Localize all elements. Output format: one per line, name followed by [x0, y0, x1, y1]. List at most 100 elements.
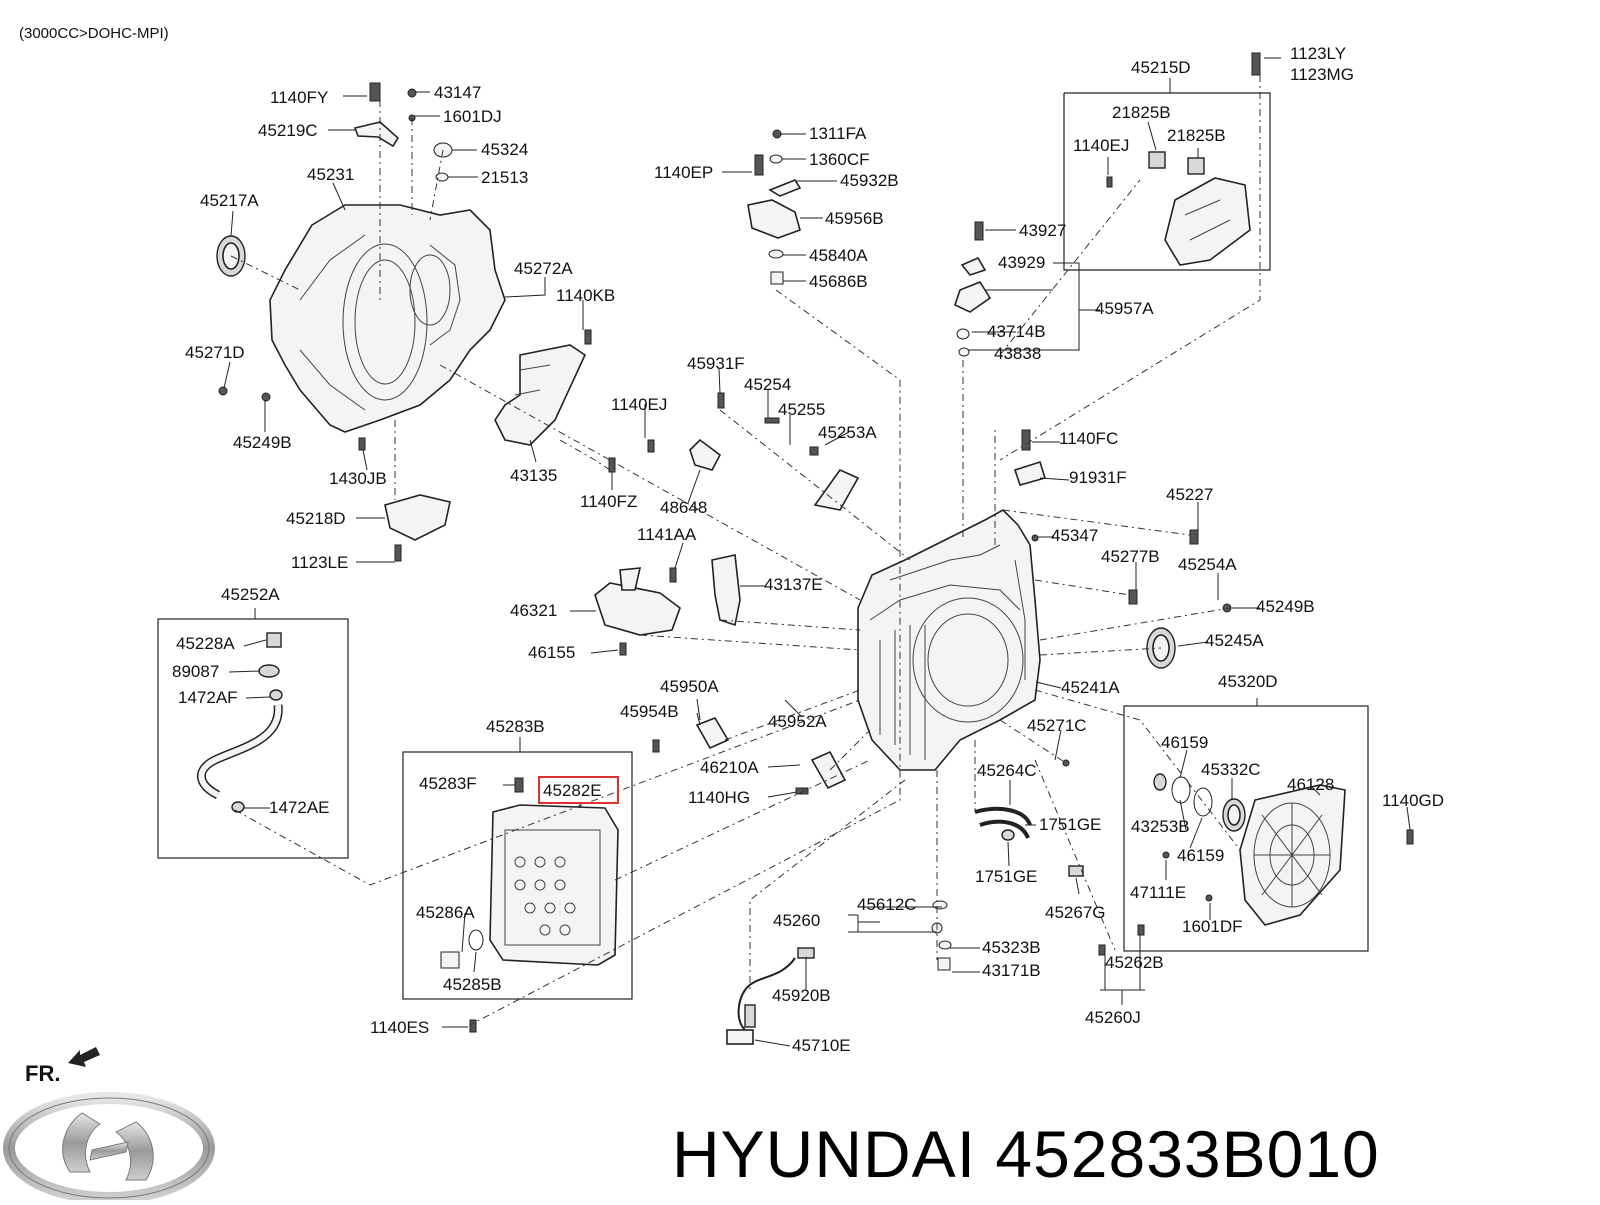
- part-label[interactable]: 45260J: [1085, 1008, 1141, 1027]
- part-label[interactable]: 1140ES: [370, 1018, 429, 1037]
- part-label[interactable]: 1430JB: [329, 469, 387, 488]
- part-label[interactable]: 21825B: [1112, 103, 1171, 122]
- part-label[interactable]: 45219C: [258, 121, 318, 140]
- part-label[interactable]: 45932B: [840, 171, 899, 190]
- part-label[interactable]: 45272A: [514, 259, 573, 278]
- part-label[interactable]: 45267G: [1045, 903, 1106, 922]
- part-label[interactable]: 46128: [1287, 775, 1334, 794]
- part-label[interactable]: 43838: [994, 344, 1041, 363]
- part-label[interactable]: 45686B: [809, 272, 868, 291]
- part-label[interactable]: 45956B: [825, 209, 884, 228]
- part-label[interactable]: 1140FC: [1059, 429, 1118, 448]
- part-label[interactable]: 45954B: [620, 702, 679, 721]
- part-labels: 1140FY 43147 1601DJ 45219C 45324 21513 4…: [172, 44, 1444, 1055]
- part-label[interactable]: 89087: [172, 662, 219, 681]
- part-label[interactable]: 46159: [1177, 846, 1224, 865]
- part-label[interactable]: 43929: [998, 253, 1045, 272]
- part-label[interactable]: 1601DJ: [443, 107, 502, 126]
- part-label[interactable]: 45264C: [977, 761, 1037, 780]
- transmission-case: [857, 509, 1041, 771]
- part-label[interactable]: 45957A: [1095, 299, 1154, 318]
- part-label[interactable]: 1141AA: [637, 525, 697, 544]
- part-label[interactable]: 45231: [307, 165, 354, 184]
- part-label[interactable]: 45249B: [233, 433, 292, 452]
- part-label[interactable]: 45249B: [1256, 597, 1315, 616]
- part-label[interactable]: 45255: [778, 400, 825, 419]
- part-label[interactable]: 43171B: [982, 961, 1041, 980]
- part-label[interactable]: 1140FZ: [580, 492, 637, 511]
- part-label[interactable]: 43714B: [987, 322, 1046, 341]
- part-label[interactable]: 1140EJ: [1073, 136, 1129, 155]
- part-label[interactable]: 45277B: [1101, 547, 1160, 566]
- part-label[interactable]: 45320D: [1218, 672, 1278, 691]
- part-label[interactable]: 43927: [1019, 221, 1066, 240]
- part-label[interactable]: 45253A: [818, 423, 877, 442]
- part-label[interactable]: 48648: [660, 498, 707, 517]
- oil-filter-45282E: [489, 804, 619, 966]
- part-label[interactable]: 45241A: [1061, 678, 1120, 697]
- part-label[interactable]: 1123LY: [1290, 44, 1346, 63]
- part-label[interactable]: 43253B: [1131, 817, 1190, 836]
- part-label[interactable]: 1123MG: [1290, 65, 1354, 84]
- part-label[interactable]: 45217A: [200, 191, 259, 210]
- part-label[interactable]: 47111E: [1130, 883, 1186, 902]
- part-label[interactable]: 1472AF: [178, 688, 238, 707]
- part-label[interactable]: 45245A: [1205, 631, 1264, 650]
- part-label[interactable]: 45710E: [792, 1036, 851, 1055]
- part-label[interactable]: 45271C: [1027, 716, 1087, 735]
- leader-lines: [223, 57, 1411, 1047]
- part-label[interactable]: 45920B: [772, 986, 831, 1005]
- highlight-box: [538, 776, 619, 804]
- part-label[interactable]: 45252A: [221, 585, 280, 604]
- part-label[interactable]: 45254A: [1178, 555, 1237, 574]
- seal-rings: [1153, 773, 1246, 832]
- part-label[interactable]: 45283B: [486, 717, 545, 736]
- part-label[interactable]: 1751GE: [1039, 815, 1101, 834]
- part-label[interactable]: 45931F: [687, 354, 745, 373]
- part-label[interactable]: 1140EJ: [611, 395, 667, 414]
- part-label[interactable]: 1360CF: [809, 150, 869, 169]
- cooler-pipes-45264C: [974, 806, 1084, 877]
- part-label-highlighted[interactable]: 45282E: [543, 781, 602, 800]
- part-label[interactable]: 1123LE: [291, 553, 348, 572]
- part-label[interactable]: 1140EP: [654, 163, 713, 182]
- part-label[interactable]: 45840A: [809, 246, 868, 265]
- part-label[interactable]: 43147: [434, 83, 481, 102]
- part-label[interactable]: 1751GE: [975, 867, 1037, 886]
- part-label[interactable]: 21513: [481, 168, 528, 187]
- part-label[interactable]: 45952A: [768, 712, 827, 731]
- part-label[interactable]: 45323B: [982, 938, 1041, 957]
- part-label[interactable]: 45286A: [416, 903, 475, 922]
- part-label[interactable]: 1311FA: [809, 124, 867, 143]
- part-label[interactable]: 43137E: [764, 575, 823, 594]
- part-label[interactable]: 46321: [510, 601, 557, 620]
- part-label[interactable]: 1601DF: [1182, 917, 1242, 936]
- part-label[interactable]: 45283F: [419, 774, 477, 793]
- part-label[interactable]: 1140HG: [688, 788, 750, 807]
- part-label[interactable]: 45262B: [1105, 953, 1164, 972]
- part-label[interactable]: 45324: [481, 140, 528, 159]
- part-label[interactable]: 45347: [1051, 526, 1098, 545]
- part-label[interactable]: 1140KB: [556, 286, 615, 305]
- part-label[interactable]: 45254: [744, 375, 791, 394]
- part-label[interactable]: 46155: [528, 643, 575, 662]
- part-label[interactable]: 45227: [1166, 485, 1213, 504]
- speed-sensor: [726, 947, 815, 1045]
- part-label[interactable]: 45612C: [857, 895, 917, 914]
- part-label[interactable]: 1140FY: [270, 88, 328, 107]
- part-label[interactable]: 1472AE: [269, 798, 330, 817]
- part-label[interactable]: 45215D: [1131, 58, 1191, 77]
- part-label[interactable]: 45285B: [443, 975, 502, 994]
- part-label[interactable]: 1140GD: [1382, 791, 1444, 810]
- part-label[interactable]: 45271D: [185, 343, 245, 362]
- part-label[interactable]: 46210A: [700, 758, 759, 777]
- part-label[interactable]: 45228A: [176, 634, 235, 653]
- part-label[interactable]: 45218D: [286, 509, 346, 528]
- part-label[interactable]: 43135: [510, 466, 557, 485]
- part-label[interactable]: 21825B: [1167, 126, 1226, 145]
- part-label[interactable]: 91931F: [1069, 468, 1127, 487]
- part-label[interactable]: 45332C: [1201, 760, 1261, 779]
- part-label[interactable]: 45950A: [660, 677, 719, 696]
- part-label[interactable]: 46159: [1161, 733, 1208, 752]
- part-label[interactable]: 45260: [773, 911, 820, 930]
